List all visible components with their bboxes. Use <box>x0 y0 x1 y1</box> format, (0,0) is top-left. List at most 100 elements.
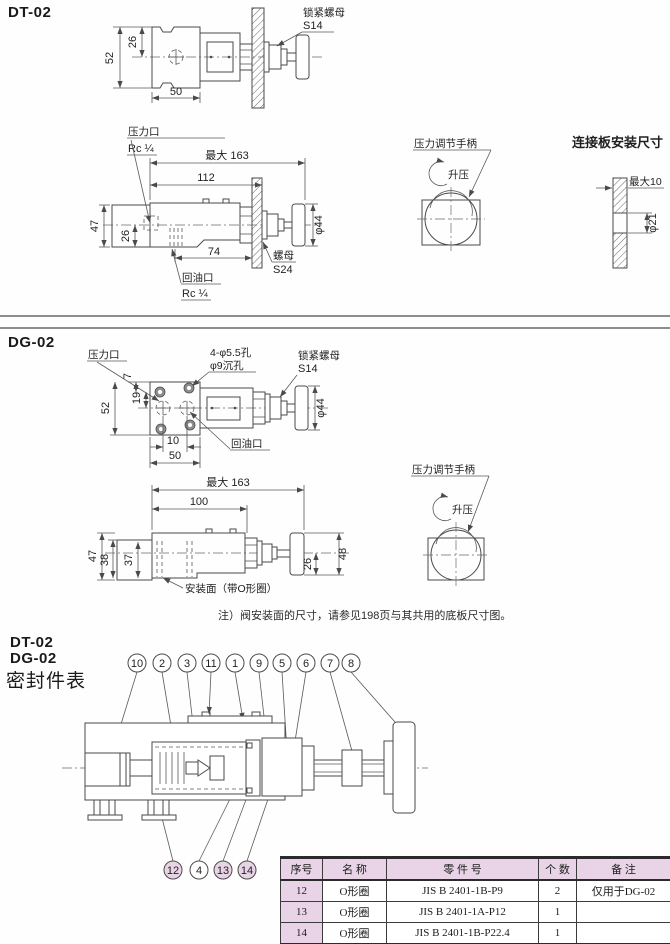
dt02-section-title: DT-02 <box>8 4 52 21</box>
cell-no: 13 <box>280 901 323 923</box>
dim-max163: 最大 163 <box>206 475 249 489</box>
dim-52: 52 <box>104 52 116 64</box>
callout-13: 13 <box>217 865 229 877</box>
spring-coils <box>159 752 185 784</box>
dg02-side-view: 最大 163 100 47 38 37 26 48 安装面（带O形圈） <box>87 475 350 595</box>
col-header-qty: 个 数 <box>538 857 577 881</box>
dim-10: 10 <box>167 435 179 447</box>
handle-label: 压力调节手柄 <box>412 463 475 476</box>
dim-112: 112 <box>197 172 215 184</box>
lock-nut <box>269 396 282 420</box>
table-header-row: 序号 名 称 零 件 号 个 数 备 注 <box>280 857 670 881</box>
sleeve-flange <box>245 739 261 797</box>
counterbore-label: φ9沉孔 <box>210 359 244 372</box>
dim-26: 26 <box>302 558 314 570</box>
plate-section <box>612 177 628 269</box>
cell-remarks: 仅用于DG-02 <box>576 879 670 902</box>
knob-hub <box>383 740 394 795</box>
mounting-note: 注）阀安装面的尺寸，请参见198页与其共用的底板尺寸图。 <box>218 610 512 622</box>
pressure-port-thread: Rc ¼ <box>128 143 155 155</box>
dim-74: 74 <box>208 246 220 258</box>
dt02-drawings: 52 26 50 锁紧螺母 S14 压力口 Rc ¼ <box>89 6 664 301</box>
lock-nut-size: S14 <box>298 363 318 375</box>
dim-dia21: φ21 <box>647 213 659 232</box>
callouts-bottom: 12 4 13 14 <box>163 860 257 880</box>
callout-9: 9 <box>256 658 262 670</box>
dim-37: 37 <box>123 554 135 566</box>
cell-qty: 2 <box>538 879 577 902</box>
dim-max10: 最大10 <box>629 175 662 188</box>
cell-name: O形圈 <box>322 879 387 902</box>
section-divider-1 <box>0 315 670 317</box>
return-port-label: 回油口 <box>231 437 263 450</box>
valve-body-block <box>199 387 254 429</box>
dg02-section-title: DG-02 <box>8 334 55 351</box>
table-row: 12 O形圈 JIS B 2401-1B-P9 2 仅用于DG-02 <box>280 879 670 902</box>
nameplate-window <box>206 396 241 421</box>
return-port-label: 回油口 <box>182 271 214 284</box>
handle-knob <box>291 203 306 247</box>
pressure-port-phantom <box>143 215 159 231</box>
nut-size: S24 <box>273 264 293 276</box>
callout-2: 2 <box>159 658 165 670</box>
dim-50: 50 <box>170 86 182 98</box>
direction-label: 升压 <box>448 169 469 181</box>
callout-7: 7 <box>327 658 333 670</box>
seal-title-dt02: DT-02 <box>10 634 54 651</box>
cell-part-no: JIS B 2401-1B-P9 <box>386 879 539 902</box>
dim-dia44: φ44 <box>313 215 325 234</box>
callout-14: 14 <box>241 865 253 877</box>
dim-50: 50 <box>169 450 181 462</box>
table-row: 14 O形圈 JIS B 2401-1B-P22.4 1 <box>280 922 670 944</box>
dim-26: 26 <box>127 36 139 48</box>
callout-12: 12 <box>167 865 179 877</box>
callout-10: 10 <box>131 658 143 670</box>
callout-4: 4 <box>196 865 202 877</box>
col-header-no: 序号 <box>280 857 323 881</box>
handle-knob-section <box>392 721 416 814</box>
nameplate-window <box>206 41 234 73</box>
nut-label: 螺母 <box>273 250 294 262</box>
col-header-name: 名 称 <box>322 857 387 881</box>
handle-label: 压力调节手柄 <box>414 137 477 150</box>
mounting-wall-hatched <box>251 7 265 109</box>
dim-26: 26 <box>120 230 132 242</box>
dg02-drawings: 压力口 4-φ5.5孔 φ9沉孔 锁紧螺母 S14 <box>87 346 490 595</box>
seal-parts-table: 序号 名 称 零 件 号 个 数 备 注 12 O形圈 JIS B 2401-1… <box>280 856 670 944</box>
dt02-handle-view: 压力调节手柄 升压 <box>413 137 492 252</box>
cell-part-no: JIS B 2401-1B-P22.4 <box>386 922 539 944</box>
handle-knob <box>294 385 309 431</box>
dim-19: 19 <box>131 392 143 404</box>
col-header-part-no: 零 件 号 <box>386 857 539 881</box>
table-row: 13 O形圈 JIS B 2401-1A-P12 1 <box>280 901 670 923</box>
section-divider-2 <box>0 327 670 329</box>
lock-nut <box>268 44 282 70</box>
dim-52: 52 <box>100 402 112 414</box>
callout-5: 5 <box>279 658 285 670</box>
dt02-plate-detail: 连接板安装尺寸 最大10 φ21 <box>572 135 664 269</box>
cell-no: 12 <box>280 879 323 902</box>
callout-11: 11 <box>205 658 216 670</box>
mount-face-label: 安装面（带O形圈） <box>185 582 277 595</box>
nut-s24 <box>266 213 279 237</box>
dim-7: 7 <box>122 373 134 379</box>
callout-1: 1 <box>232 658 238 670</box>
rotate-arrow <box>432 492 452 521</box>
dim-100: 100 <box>190 496 208 508</box>
mounting-wall-hatched <box>251 177 263 269</box>
pressure-port-label: 压力口 <box>88 348 120 361</box>
cover-plate <box>187 715 273 724</box>
cell-qty: 1 <box>538 901 577 923</box>
dim-48: 48 <box>337 548 349 560</box>
callout-leaders-bottom <box>161 788 269 862</box>
cell-remarks <box>576 922 670 944</box>
cell-name: O形圈 <box>322 901 387 923</box>
lock-nut-section <box>341 749 363 787</box>
dim-47: 47 <box>87 550 99 562</box>
dim-38: 38 <box>99 554 111 566</box>
dg02-handle-view: 压力调节手柄 升压 <box>411 463 490 588</box>
seal-title-dg02: DG-02 <box>10 650 57 667</box>
cell-part-no: JIS B 2401-1A-P12 <box>386 901 539 923</box>
dim-max163: 最大 163 <box>205 148 248 162</box>
